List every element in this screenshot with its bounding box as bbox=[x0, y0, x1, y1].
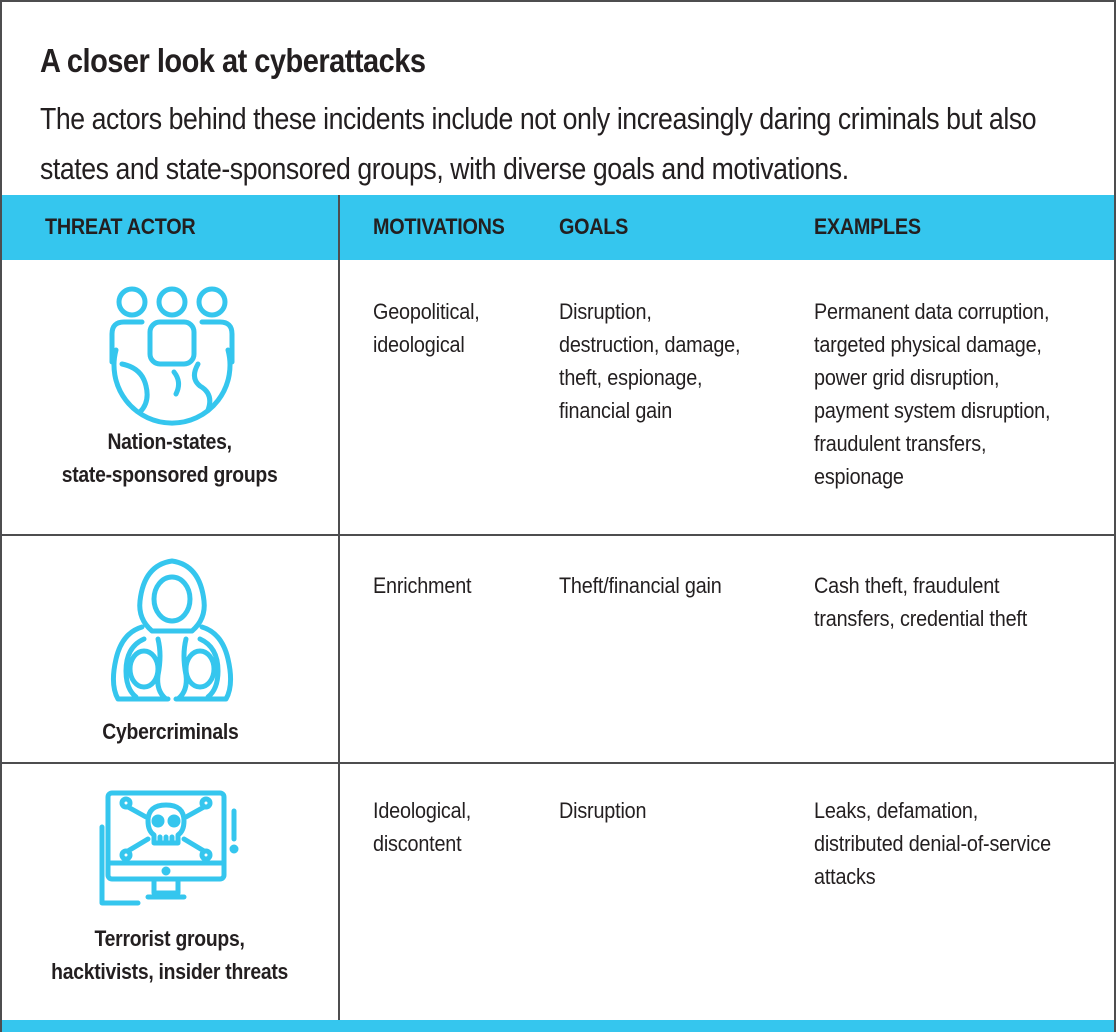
goals-cell: Disruption bbox=[559, 798, 647, 823]
skull-monitor-icon bbox=[99, 790, 239, 906]
page-subtitle: The actors behind these incidents includ… bbox=[40, 101, 1037, 186]
page-title: A closer look at cyberattacks bbox=[40, 42, 426, 79]
header-goals: GOALS bbox=[559, 214, 629, 239]
examples-cell: Cash theft, fraudulent transfers, creden… bbox=[814, 573, 1028, 631]
bottom-accent-band bbox=[2, 1020, 1114, 1032]
table-header-band bbox=[2, 195, 1114, 260]
goals-cell: Disruption, destruction, damage, theft, … bbox=[559, 299, 741, 423]
examples-cell: Leaks, defamation, distributed denial-of… bbox=[814, 798, 1051, 889]
header-motivations: MOTIVATIONS bbox=[373, 214, 505, 239]
goals-cell: Theft/financial gain bbox=[559, 573, 722, 598]
globe-people-icon bbox=[109, 286, 235, 426]
actor-label: Terrorist groups, hacktivists, insider t… bbox=[51, 926, 289, 984]
examples-cell: Permanent data corruption, targeted phys… bbox=[814, 299, 1051, 489]
motivations-cell: Geopolitical, ideological bbox=[373, 299, 480, 357]
header-threat-actor: THREAT ACTOR bbox=[45, 214, 196, 239]
actor-label: Nation-states, state-sponsored groups bbox=[62, 429, 278, 487]
motivations-cell: Ideological, discontent bbox=[373, 798, 472, 856]
row-divider bbox=[2, 534, 1114, 536]
actor-label: Cybercriminals bbox=[101, 719, 239, 744]
column-divider bbox=[338, 195, 340, 1022]
hooded-hackers-icon bbox=[110, 558, 234, 702]
header-examples: EXAMPLES bbox=[814, 214, 921, 239]
row-divider bbox=[2, 762, 1114, 764]
motivations-cell: Enrichment bbox=[373, 573, 472, 598]
